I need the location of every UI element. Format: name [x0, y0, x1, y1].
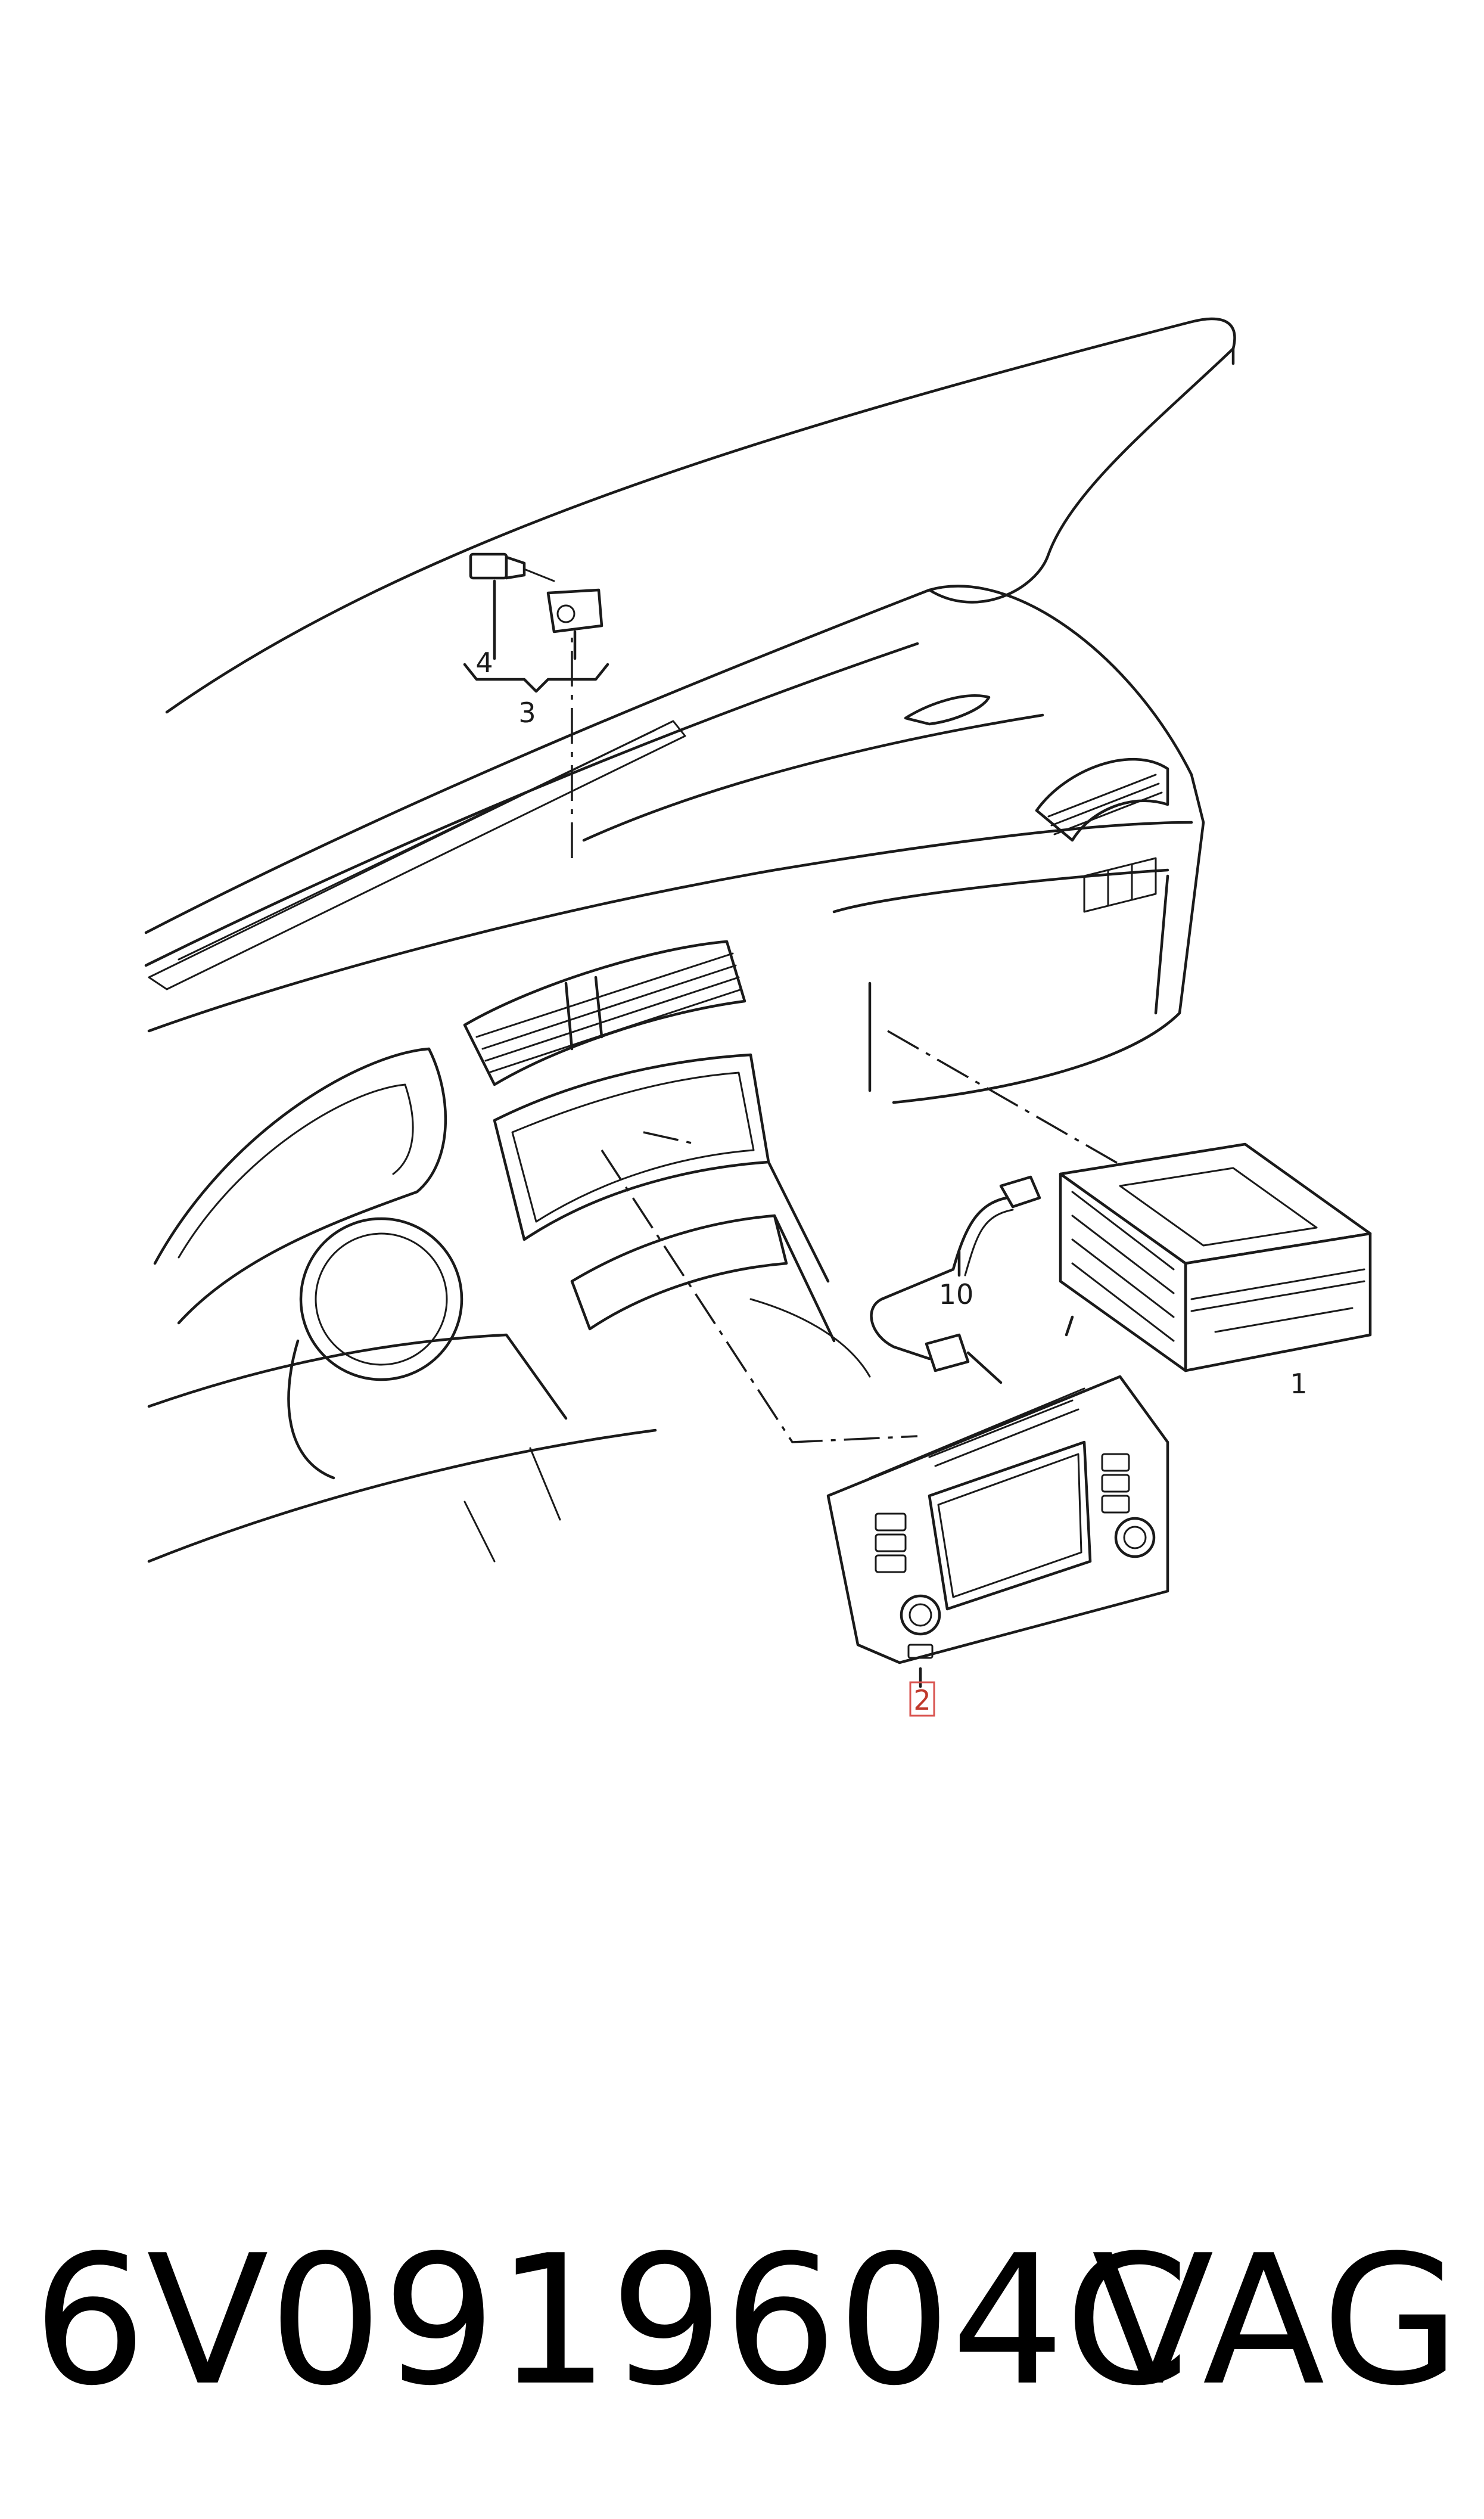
dashboard-body — [144, 585, 1205, 1563]
callout-2-highlight-box — [909, 1681, 935, 1717]
head-unit-radio — [826, 1375, 1169, 1688]
brand-text: VAG — [1091, 2217, 1460, 2425]
leader-lines — [571, 635, 1127, 1443]
windshield-outline — [165, 317, 1236, 714]
callout-4: 4 — [475, 647, 493, 679]
antenna-cable — [870, 1175, 1041, 1384]
callout-3: 3 — [518, 697, 536, 729]
part-number-text: 6V0919604C — [33, 2217, 1190, 2425]
callout-labels: 4 3 10 1 2 — [475, 647, 1308, 1717]
holder-assembly — [463, 552, 609, 693]
callout-1: 1 — [1290, 1368, 1307, 1400]
callout-2: 2 — [913, 1684, 931, 1716]
media-unit — [1059, 1142, 1372, 1372]
callout-10: 10 — [939, 1278, 974, 1310]
